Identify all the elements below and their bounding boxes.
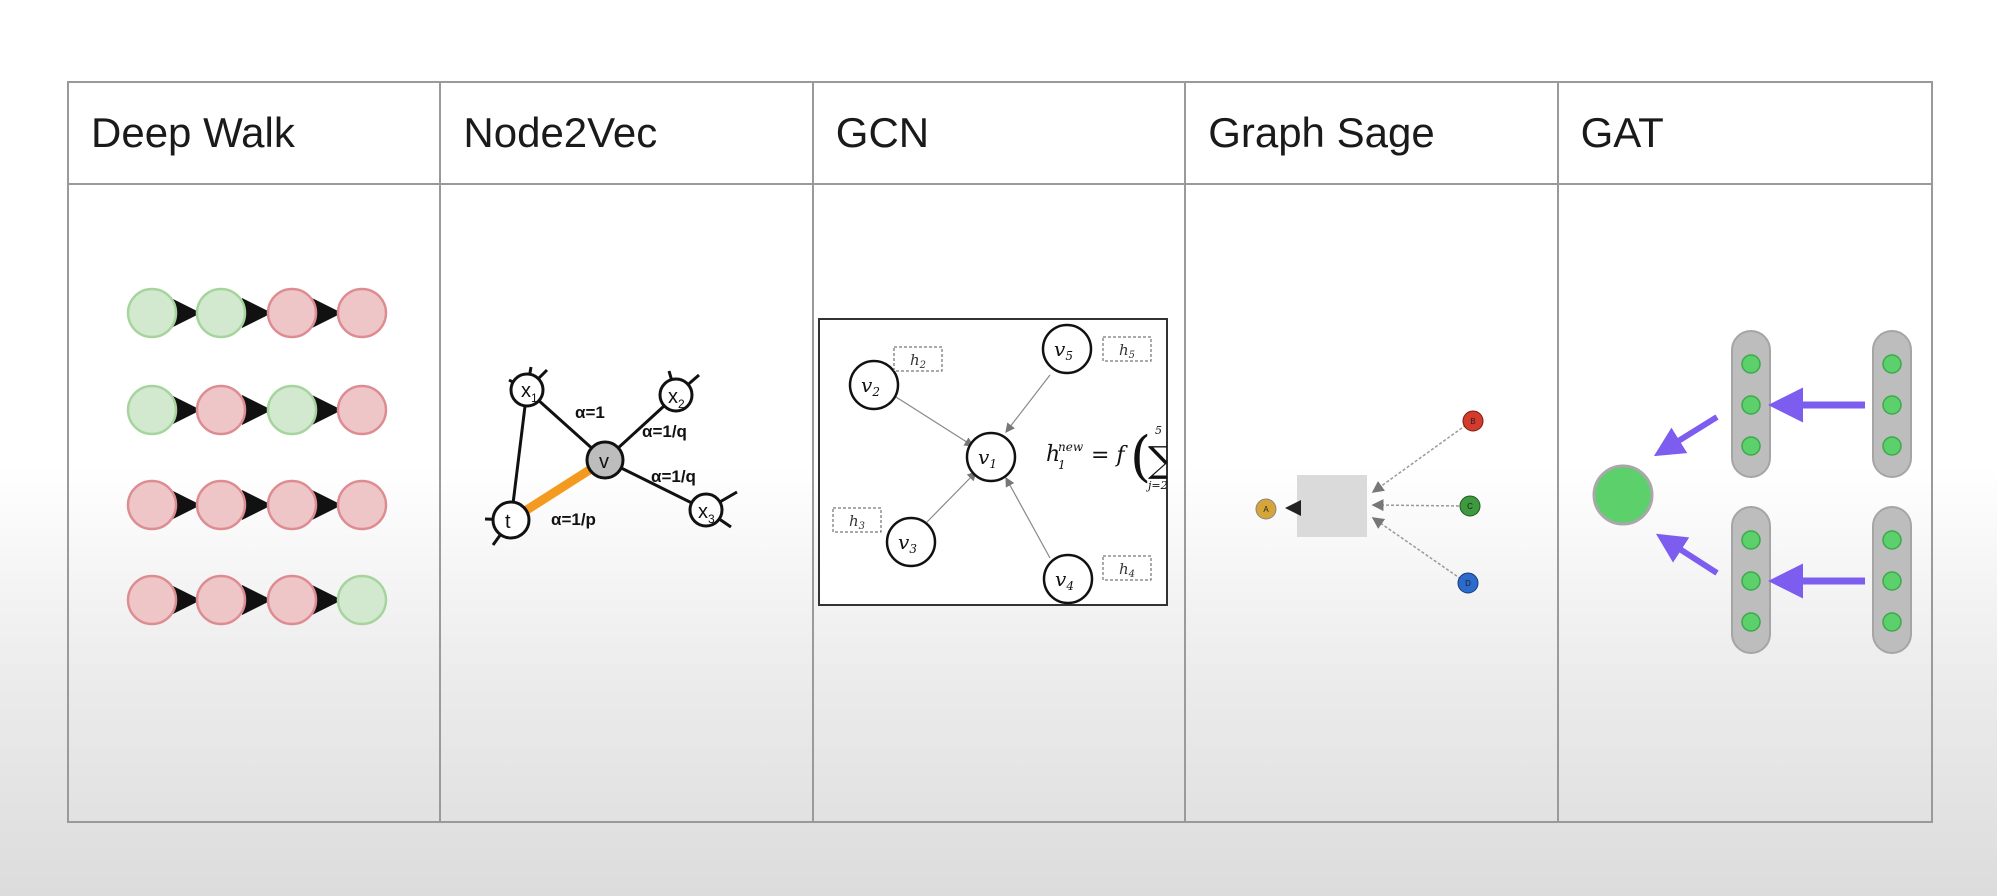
gcn-formula: h new 1 = f ( ∑ 5 j=2	[1046, 424, 1174, 492]
svg-text:= f: = f	[1091, 443, 1128, 468]
svg-text:x3: x3	[698, 501, 715, 526]
svg-text:h: h	[1046, 442, 1060, 467]
walk-node-red	[195, 384, 247, 436]
gat-feature-node	[1881, 395, 1902, 415]
walk-node-red	[336, 384, 388, 436]
gcn-diagram: v2 v1 v5 v3 v4 h2 h3 h4 h5	[817, 318, 1174, 606]
cell-deepwalk	[69, 185, 442, 821]
graphsage-neighbor-node	[1457, 572, 1479, 594]
node-t-label: t	[505, 511, 511, 533]
gat-feature-node	[1740, 612, 1761, 632]
svg-text:v5: v5	[1054, 337, 1073, 363]
gcn-node-v2	[848, 359, 900, 411]
svg-text:v1: v1	[978, 445, 997, 471]
header-deepwalk: Deep Walk	[69, 83, 442, 185]
svg-text:v4: v4	[1055, 567, 1074, 593]
node-v-label: v	[599, 451, 609, 473]
svg-text:h2: h2	[910, 351, 926, 371]
edge-label-t-v: α=1/p	[551, 510, 596, 529]
svg-text:h3: h3	[849, 512, 865, 532]
gcn-feature-h4	[1102, 555, 1152, 581]
gat-feature-node	[1881, 571, 1902, 591]
svg-text:x2: x2	[668, 386, 685, 411]
walk-node-green	[126, 384, 178, 436]
svg-text:new: new	[1058, 440, 1084, 454]
svg-text:B: B	[1471, 417, 1476, 426]
graphsage-diagram: A B C D	[1255, 410, 1484, 594]
cell-graphsage: A B C D	[1186, 185, 1559, 821]
edge-label-v-x1: α=1	[575, 403, 605, 422]
comparison-table: Deep Walk Node2Vec GCN Graph Sage GAT	[67, 81, 1933, 823]
gcn-node-v1	[965, 431, 1017, 483]
cell-node2vec: x1 x2 x3 t v α=1/p α=1 α=1/q α=1/q	[441, 185, 814, 821]
header-node2vec: Node2Vec	[441, 83, 814, 185]
svg-text:∑: ∑	[1148, 440, 1174, 481]
svg-text:x1: x1	[521, 380, 538, 405]
gat-feature-node	[1740, 436, 1761, 456]
svg-text:1: 1	[1058, 458, 1066, 472]
gat-feature-node	[1740, 354, 1761, 374]
gat-feature-node	[1740, 571, 1761, 591]
node-v	[585, 440, 625, 480]
walk-node-green	[195, 287, 247, 339]
svg-text:(: (	[1130, 425, 1151, 488]
svg-text:h5: h5	[1119, 341, 1135, 361]
walk-node-red	[266, 479, 318, 531]
svg-text:h4: h4	[1119, 560, 1135, 580]
gat-feature-node	[1881, 354, 1902, 374]
svg-text:A: A	[1264, 505, 1270, 514]
walk-node-red	[195, 574, 247, 626]
walk-node-red	[336, 479, 388, 531]
gcn-feature-h3	[832, 507, 882, 533]
graphsage-target-node	[1255, 498, 1277, 520]
node-x3	[688, 492, 724, 528]
walk-node-red	[126, 479, 178, 531]
svg-text:v2: v2	[861, 373, 880, 399]
gat-attention-arrow	[1655, 533, 1719, 576]
gcn-feature-h5	[1102, 336, 1152, 362]
gcn-node-v4	[1042, 553, 1094, 605]
node-x2	[658, 377, 694, 413]
edge-label-v-x3: α=1/q	[651, 467, 696, 486]
header-gcn: GCN	[813, 83, 1187, 185]
gat-feature-node	[1740, 530, 1761, 550]
gat-feature-node	[1881, 530, 1902, 550]
cell-gcn: v2 v1 v5 v3 v4 h2 h3 h4 h5	[814, 185, 1187, 821]
edge-label-v-x2: α=1/q	[642, 422, 687, 441]
walk-node-green	[336, 574, 388, 626]
walk-node-green	[126, 287, 178, 339]
node2vec-diagram: x1 x2 x3 t v α=1/p α=1 α=1/q α=1/q	[485, 366, 739, 546]
walk-node-red	[126, 574, 178, 626]
gat-target-node	[1592, 464, 1654, 526]
svg-text:v3: v3	[898, 530, 917, 556]
gat-feature-node	[1740, 395, 1761, 415]
walk-node-red	[336, 287, 388, 339]
gat-attention-arrow	[1653, 414, 1719, 457]
walk-node-red	[195, 479, 247, 531]
walk-node-red	[266, 287, 318, 339]
node-t	[491, 500, 531, 540]
gat-diagram	[1592, 330, 1912, 654]
header-graphsage: Graph Sage	[1186, 83, 1559, 185]
aggregator-box	[1297, 475, 1368, 537]
node-x1	[509, 372, 545, 408]
graphsage-neighbor-node	[1459, 495, 1481, 517]
svg-text:C: C	[1467, 502, 1473, 511]
gcn-node-v5	[1041, 323, 1093, 375]
walk-node-red	[266, 574, 318, 626]
cell-gat	[1559, 185, 1931, 821]
gcn-feature-h2	[893, 346, 943, 372]
svg-text:j=2: j=2	[1145, 479, 1168, 492]
graphsage-neighbor-node	[1462, 410, 1484, 432]
header-gat: GAT	[1558, 83, 1931, 185]
svg-text:D: D	[1465, 579, 1471, 588]
gat-feature-node	[1881, 436, 1902, 456]
deepwalk-diagram	[126, 287, 388, 626]
svg-text:5: 5	[1155, 424, 1162, 437]
gat-feature-node	[1881, 612, 1902, 632]
gcn-node-v3	[885, 516, 937, 568]
walk-node-green	[266, 384, 318, 436]
